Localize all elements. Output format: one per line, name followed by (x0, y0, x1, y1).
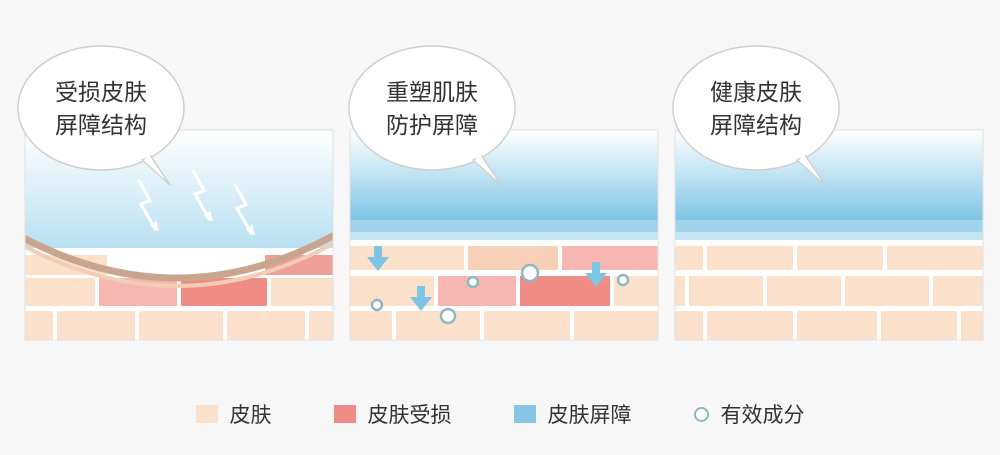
legend-item-skin: 皮肤 (195, 399, 272, 429)
arrow-down-icon (410, 286, 432, 311)
legend-swatch-skin (195, 405, 218, 423)
legend-item-ingredient: 有效成分 (693, 399, 805, 429)
panel-damaged: 受损皮肤 屏障结构 (17, 45, 334, 341)
bubble-line1: 受损皮肤 (55, 80, 147, 106)
ingredient-circle (439, 307, 457, 325)
ingredient-circle (466, 275, 480, 289)
damaged-brick (562, 246, 658, 270)
arrow-down-icon (367, 246, 389, 271)
legend-label: 有效成分 (720, 403, 805, 427)
bubble-line2: 屏障结构 (55, 113, 147, 139)
speech-bubble-2: 重塑肌肤 防护屏障 (348, 45, 516, 186)
legend-label: 皮肤 (229, 403, 272, 427)
barrier-layer (675, 220, 983, 232)
ingredient-circle-icon (693, 406, 709, 422)
barrier-layer (350, 220, 658, 232)
damaged-barrier-line (25, 231, 333, 282)
legend-item-barrier: 皮肤屏障 (513, 399, 632, 429)
bubble-line2: 屏障结构 (710, 113, 802, 139)
ingredient-circle (520, 263, 540, 283)
speech-bubble-3: 健康皮肤 屏障结构 (672, 45, 840, 186)
legend-swatch-barrier (513, 405, 536, 423)
ingredient-circle (616, 273, 630, 287)
legend-label: 皮肤屏障 (547, 403, 632, 427)
arrow-down-icon (585, 262, 607, 287)
speech-bubble-1: 受损皮肤 屏障结构 (17, 45, 185, 186)
legend-label: 皮肤受损 (367, 403, 452, 427)
panel-rebuilding: 重塑肌肤 防护屏障 (348, 45, 659, 341)
legend-item-damaged: 皮肤受损 (333, 399, 452, 429)
skin-bricks (675, 246, 983, 340)
bubble-line1: 重塑肌肤 (386, 80, 478, 106)
bubble-line1: 健康皮肤 (710, 80, 802, 106)
legend: 皮肤 皮肤受损 皮肤屏障 有效成分 (0, 398, 1000, 430)
legend-swatch-damaged (333, 405, 356, 423)
ingredient-circle (370, 298, 384, 312)
panel-healthy: 健康皮肤 屏障结构 (672, 45, 984, 341)
bubble-line2: 防护屏障 (386, 113, 478, 139)
